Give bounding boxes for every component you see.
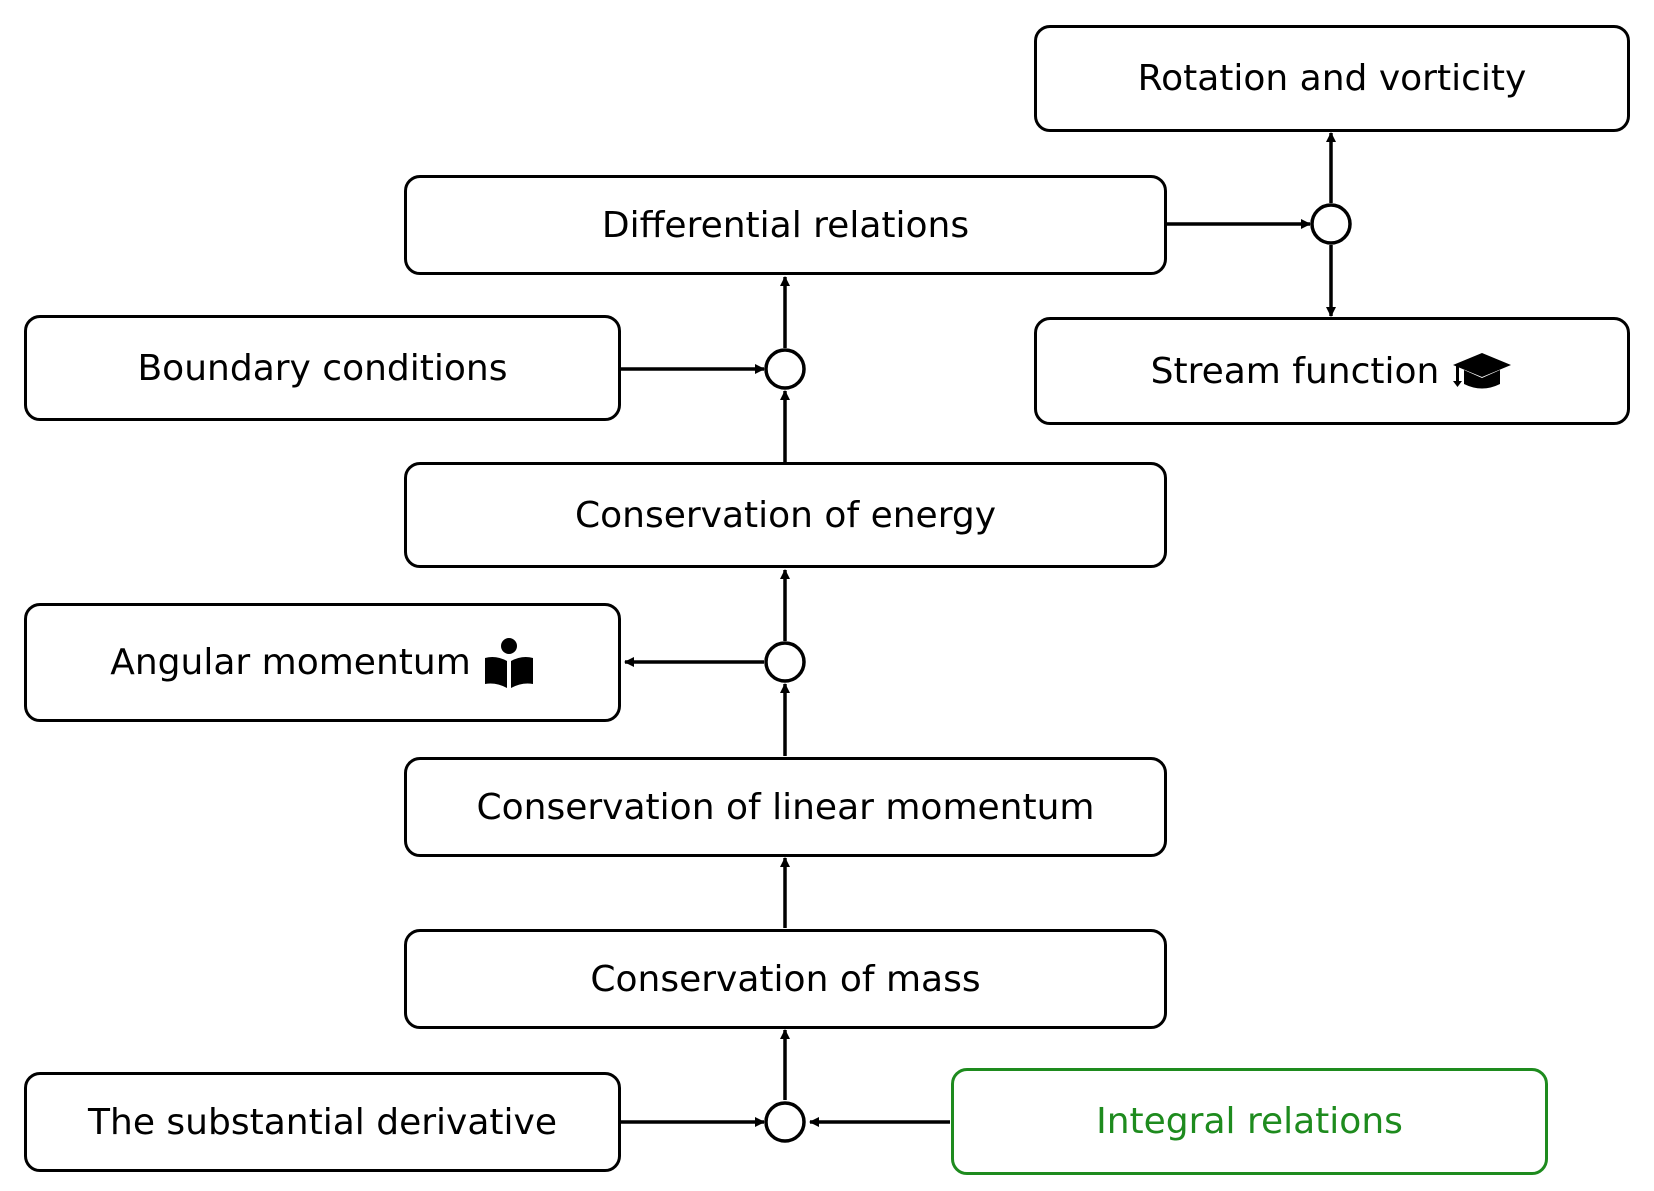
node-integral-relations[interactable]: Integral relations xyxy=(951,1068,1548,1175)
node-rotation-and-vorticity[interactable]: Rotation and vorticity xyxy=(1034,25,1630,132)
graduation-cap-icon xyxy=(1451,351,1513,391)
junction-node-3 xyxy=(764,348,806,390)
node-label: Conservation of mass xyxy=(590,958,981,1000)
book-reader-icon xyxy=(483,637,535,689)
node-label: Differential relations xyxy=(601,204,970,246)
node-differential-relations[interactable]: Differential relations xyxy=(404,175,1167,275)
junction-node-1 xyxy=(764,1101,806,1143)
junction-node-4 xyxy=(1310,203,1352,245)
node-conservation-of-energy[interactable]: Conservation of energy xyxy=(404,462,1167,568)
node-label: Conservation of linear momentum xyxy=(476,786,1095,828)
node-conservation-of-mass[interactable]: Conservation of mass xyxy=(404,929,1167,1029)
node-label: Conservation of energy xyxy=(574,494,997,536)
node-label: Angular momentum xyxy=(110,642,471,683)
node-the-substantial-derivative[interactable]: The substantial derivative xyxy=(24,1072,621,1172)
node-label: Integral relations xyxy=(1096,1101,1403,1142)
node-label: Rotation and vorticity xyxy=(1137,58,1527,99)
node-label: The substantial derivative xyxy=(88,1101,557,1143)
node-conservation-of-linear-momentum[interactable]: Conservation of linear momentum xyxy=(404,757,1167,857)
node-label: Boundary conditions xyxy=(137,347,508,389)
node-stream-function[interactable]: Stream function xyxy=(1034,317,1630,425)
junction-node-2 xyxy=(764,641,806,683)
node-angular-momentum[interactable]: Angular momentum xyxy=(24,603,621,722)
node-label: Stream function xyxy=(1150,350,1440,392)
node-boundary-conditions[interactable]: Boundary conditions xyxy=(24,315,621,421)
